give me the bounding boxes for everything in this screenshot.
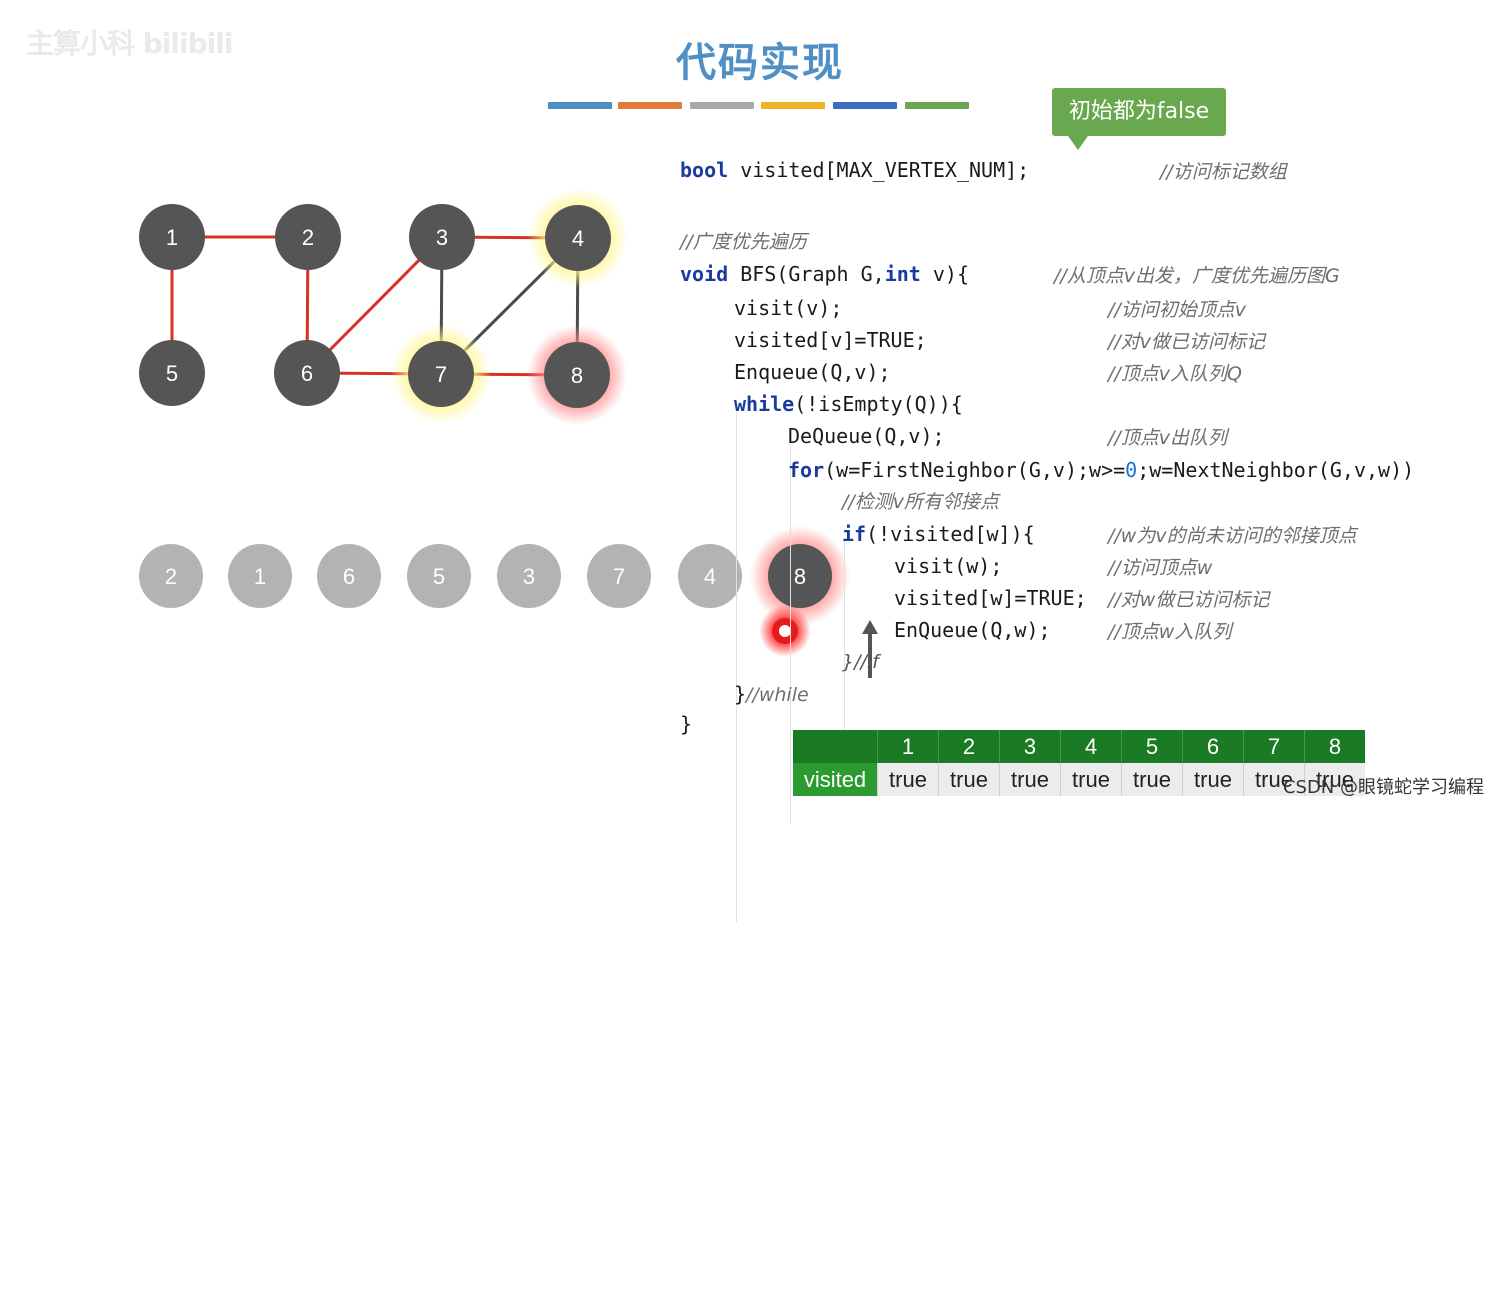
color-bar-1 [548,102,612,109]
table-col-header: 7 [1243,730,1305,763]
table-corner [793,730,878,763]
code-line-endwhile: }//while [734,682,809,706]
queue-item-4: 4 [678,544,742,608]
code-line: visited[w]=TRUE; [894,586,1087,610]
code-line-if: if(!visited[w]){ [842,522,1035,546]
indent-guide [844,540,845,770]
color-bar-4 [761,102,825,109]
code-comment: //对v做已访问标记 [1108,331,1266,353]
table-cell: true [877,763,939,796]
queue-item-1: 1 [228,544,292,608]
queue-item-8: 8 [768,544,832,608]
code-comment: //访问标记数组 [1160,161,1287,183]
svg-text:4: 4 [572,226,584,251]
svg-text:6: 6 [301,361,313,386]
tooltip-arrow [1068,136,1088,150]
table-col-header: 1 [877,730,939,763]
code-line: DeQueue(Q,v); [788,424,945,448]
table-col-header: 8 [1304,730,1365,763]
code-comment: //顶点v出队列 [1108,427,1228,449]
svg-text:5: 5 [166,361,178,386]
code-line: visit(w); [894,554,1003,578]
graph-vertex-8: 8 [544,342,610,408]
svg-text:7: 7 [613,564,625,589]
code-comment: //顶点w入队列 [1108,621,1232,643]
graph-vertex-7: 7 [408,341,474,407]
svg-text:2: 2 [165,564,177,589]
table-col-header: 4 [1060,730,1122,763]
code-line: EnQueue(Q,w); [894,618,1051,642]
visited-table-row: visited true true true true true true tr… [793,763,1365,796]
page-title: 代码实现 [676,40,844,86]
color-bar-5 [833,102,897,109]
code-comment: //访问初始顶点v [1108,299,1247,321]
svg-text:8: 8 [794,564,806,589]
code-block: bool visited[MAX_VERTEX_NUM]; //访问标记数组 /… [680,150,1414,1302]
graph-vertex-4: 4 [545,205,611,271]
svg-text:8: 8 [571,363,583,388]
graph-vertex-1: 1 [139,204,205,270]
table-cell: true [1243,763,1305,796]
code-line-signature: void BFS(Graph G,int v){ [680,262,970,286]
table-cell: true [1304,763,1365,796]
table-row-label: visited [793,763,878,796]
queue-item-5: 5 [407,544,471,608]
code-line-for: for(w=FirstNeighbor(G,v);w>=0;w=NextNeig… [788,458,1415,482]
svg-text:7: 7 [435,362,447,387]
color-bar-3 [690,102,754,109]
code-comment: //广度优先遍历 [680,231,807,253]
visited-table-header: 1 2 3 4 5 6 7 8 [793,730,1365,763]
table-cell: true [1060,763,1122,796]
table-col-header: 5 [1121,730,1183,763]
svg-text:1: 1 [166,225,178,250]
bfs-graph: 1 2 3 4 5 6 7 8 2 1 6 5 3 7 4 8 [139,188,850,657]
code-line: Enqueue(Q,v); [734,360,891,384]
code-comment: //从顶点v出发，广度优先遍历图G [1054,265,1340,287]
code-comment: //检测v所有邻接点 [842,491,1000,513]
code-line-while: while(!isEmpty(Q)){ [734,392,963,416]
svg-text:5: 5 [433,564,445,589]
color-bar-2 [618,102,682,109]
svg-text:2: 2 [302,225,314,250]
indent-guide [790,444,791,824]
code-line: visit(v); [734,296,843,320]
code-comment: //访问顶点w [1108,557,1213,579]
table-cell: true [999,763,1061,796]
table-cell: true [938,763,1000,796]
table-col-header: 2 [938,730,1000,763]
table-cell: true [1121,763,1183,796]
visited-table: 1 2 3 4 5 6 7 8 visited true true true t… [793,730,1365,796]
init-false-tooltip: 初始都为false [1052,88,1226,136]
color-bar-6 [905,102,969,109]
indent-guide [736,412,737,922]
cursor-dot [759,605,811,657]
bilibili-watermark: 主算小科 bilibili [26,27,233,60]
svg-text:4: 4 [704,564,716,589]
queue-item-3: 3 [497,544,561,608]
code-line: visited[v]=TRUE; [734,328,927,352]
queue-item-7: 7 [587,544,651,608]
svg-text:3: 3 [436,225,448,250]
up-arrow-icon [862,620,878,678]
graph-vertex-3: 3 [409,204,475,270]
svg-text:1: 1 [254,564,266,589]
table-col-header: 3 [999,730,1061,763]
code-comment: //w为v的尚未访问的邻接顶点 [1108,525,1357,547]
table-cell: true [1182,763,1244,796]
csdn-watermark: CSDN @眼镜蛇学习编程 [1282,777,1484,798]
svg-text:3: 3 [523,564,535,589]
svg-text:6: 6 [343,564,355,589]
code-line-decl: bool visited[MAX_VERTEX_NUM]; [680,158,1030,182]
code-line-end: } [680,712,693,736]
queue-item-6: 6 [317,544,381,608]
table-col-header: 6 [1182,730,1244,763]
graph-vertex-6: 6 [274,340,340,406]
code-comment: //顶点v入队列Q [1108,363,1243,385]
queue-item-2: 2 [139,544,203,608]
graph-vertex-5: 5 [139,340,205,406]
code-comment: //对w做已访问标记 [1108,589,1270,611]
graph-vertex-2: 2 [275,204,341,270]
